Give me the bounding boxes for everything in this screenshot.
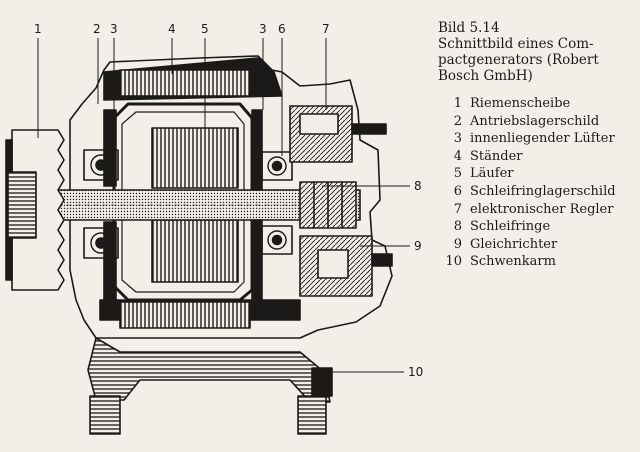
legend-number: 2 (453, 113, 462, 129)
legend-item: 5 Läufer (438, 165, 616, 183)
callout-5: 5 (201, 22, 209, 36)
legend-number: 1 (453, 96, 462, 111)
fan-right (251, 109, 263, 191)
legend-number: 4 (453, 148, 462, 164)
legend-label: Schleifringlagerschild (470, 183, 616, 199)
legend-item: 4 Ständer (438, 148, 616, 166)
pulley-nut (7, 171, 37, 239)
legend-number: 9 (453, 236, 462, 252)
stator-bottom (119, 301, 251, 329)
callout-6: 6 (278, 22, 286, 36)
callout-8: 8 (414, 179, 422, 193)
callout-9: 9 (414, 239, 422, 253)
rotor-core-upper (151, 127, 239, 189)
legend-item: 10 Schwenkarm (438, 253, 616, 271)
stator-top (119, 69, 251, 97)
legend-label: Riemenscheibe (470, 96, 571, 111)
legend-label: Ständer (470, 148, 523, 164)
legend-item: 1 Riemenscheibe (438, 95, 616, 113)
callout-10: 10 (408, 365, 423, 379)
mount-foot-right (297, 395, 327, 435)
legend-label: Läufer (470, 166, 514, 182)
legend-label: Schleifringe (470, 219, 551, 235)
legend-label: Gleichrichter (470, 236, 558, 252)
legend-number: 10 (445, 254, 462, 270)
legend-label: elektronischer Regler (470, 201, 614, 217)
callout-1: 1 (34, 22, 42, 36)
caption-line-3: Bosch GmbH) (438, 68, 533, 84)
rotor-core-lower (151, 219, 239, 283)
legend-label: innenliegender Lüfter (470, 131, 615, 147)
callout-3b: 3 (259, 22, 267, 36)
legend-label: Schwenkarm (470, 254, 556, 270)
legend-number: 6 (453, 183, 462, 199)
legend-number: 7 (453, 201, 462, 217)
legend-number: 5 (453, 166, 462, 182)
mounting-arm (87, 337, 331, 403)
figure-number: Bild 5.14 (438, 20, 500, 36)
legend-item: 7 elektronischer Regler (438, 201, 616, 219)
callout-7: 7 (322, 22, 330, 36)
callout-4: 4 (168, 22, 176, 36)
callout-2: 2 (93, 22, 101, 36)
legend-item: 6 Schleifringlagerschild (438, 183, 616, 201)
fan-left (103, 109, 117, 187)
caption-line-1: Schnittbild eines Com- (438, 36, 594, 52)
legend-number: 3 (453, 131, 462, 147)
legend-item: 2 Antriebslagerschild (438, 113, 616, 131)
pulley (11, 129, 65, 291)
figure-caption: Bild 5.14 Schnittbild eines Com- pactgen… (438, 20, 599, 84)
mount-foot-left (89, 395, 121, 435)
legend-number: 8 (453, 219, 462, 235)
legend-label: Antriebslagerschild (470, 113, 600, 129)
caption-line-2: pactgenerators (Robert (438, 52, 599, 68)
callout-3a: 3 (110, 22, 118, 36)
legend-item: 3 innenliegender Lüfter (438, 130, 616, 148)
legend-item: 8 Schleifringe (438, 218, 616, 236)
parts-legend: 1 Riemenscheibe 2 Antriebslagerschild 3 inn… (438, 95, 616, 271)
legend-item: 9 Gleichrichter (438, 236, 616, 254)
